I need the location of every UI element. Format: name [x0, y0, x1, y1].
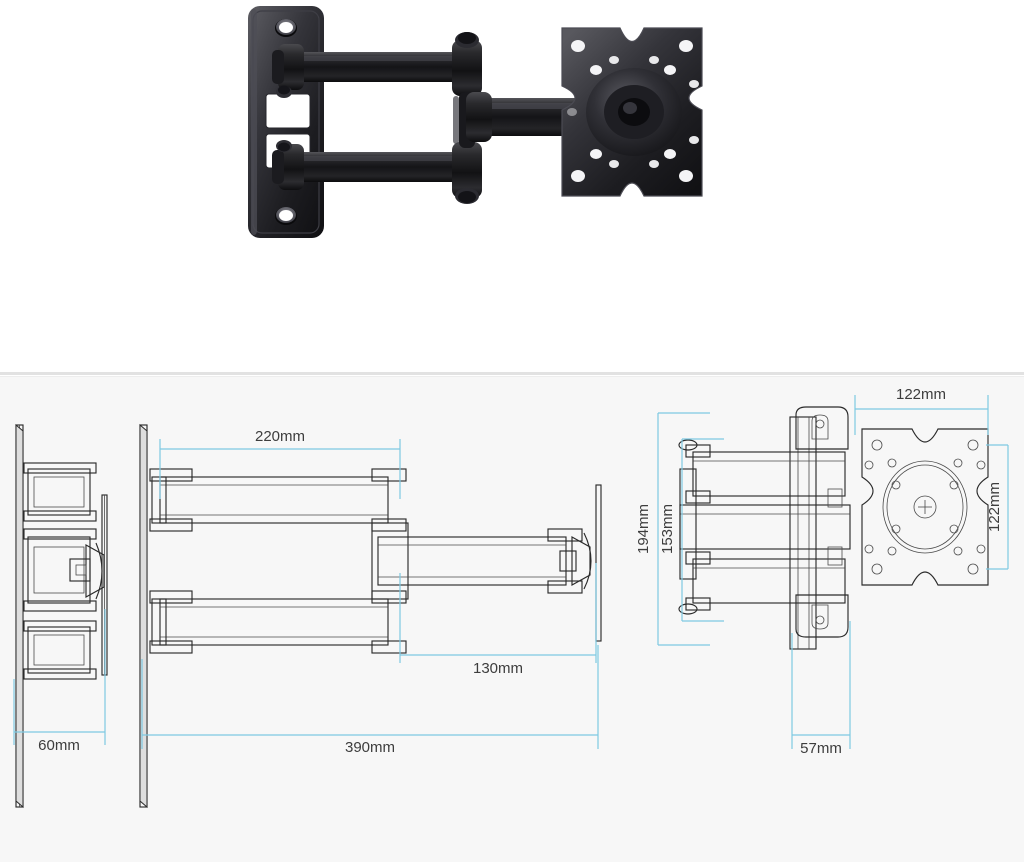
- dimension-57mm: 57mm: [791, 621, 851, 757]
- lower-arm: [272, 140, 474, 190]
- dimension-130mm: 130mm: [399, 563, 597, 677]
- dimension-label-153mm: 153mm: [659, 504, 676, 554]
- vesa-plate-drawing: [861, 428, 989, 586]
- dimension-194mm: 194mm: [635, 412, 710, 646]
- specification-panel: 60mm: [0, 377, 1024, 862]
- center-extension-arm: [377, 528, 583, 594]
- product-photo-panel: [0, 0, 1024, 372]
- wall-plate: [248, 6, 324, 238]
- dimension-label-57mm: 57mm: [800, 740, 842, 757]
- dimension-label-122mm-height: 122mm: [986, 482, 1003, 532]
- spec-background: [0, 377, 1024, 862]
- dimension-60mm: 60mm: [13, 609, 106, 754]
- vesa-hole-group: [567, 40, 699, 182]
- upper-long-arm: [149, 468, 407, 532]
- upper-arm: [272, 44, 474, 98]
- dimension-label-130mm: 130mm: [473, 660, 523, 677]
- dimension-390mm: 390mm: [141, 645, 599, 756]
- tilt-boss: [586, 68, 682, 156]
- dimension-label-122mm-width: 122mm: [896, 386, 946, 403]
- dimension-label-194mm: 194mm: [635, 504, 652, 554]
- vesa-plate: [561, 27, 703, 197]
- panel-divider-secondary: [0, 376, 1024, 377]
- dimension-label-390mm: 390mm: [345, 739, 395, 756]
- drawing-top-view-extended: 220mm 130mm 390mm: [139, 423, 602, 809]
- dimension-label-220mm: 220mm: [255, 428, 305, 445]
- lower-long-arm: [149, 590, 407, 654]
- folded-arm-bars: [678, 439, 851, 615]
- dimension-label-60mm: 60mm: [38, 737, 80, 754]
- dimension-122mm-width: 122mm: [854, 386, 989, 435]
- dimension-220mm: 220mm: [159, 428, 401, 499]
- drawing-front-vesa-view: 194mm 153mm 122mm: [635, 386, 1009, 757]
- dimension-153mm: 153mm: [659, 438, 724, 622]
- photo-background: [0, 0, 1024, 372]
- product-photo: [0, 0, 1024, 372]
- dimension-drawings: 60mm: [0, 377, 1024, 862]
- drawing-side-view-folded: 60mm: [13, 423, 108, 809]
- dimension-122mm-height: 122mm: [986, 444, 1009, 570]
- panel-divider: [0, 372, 1024, 375]
